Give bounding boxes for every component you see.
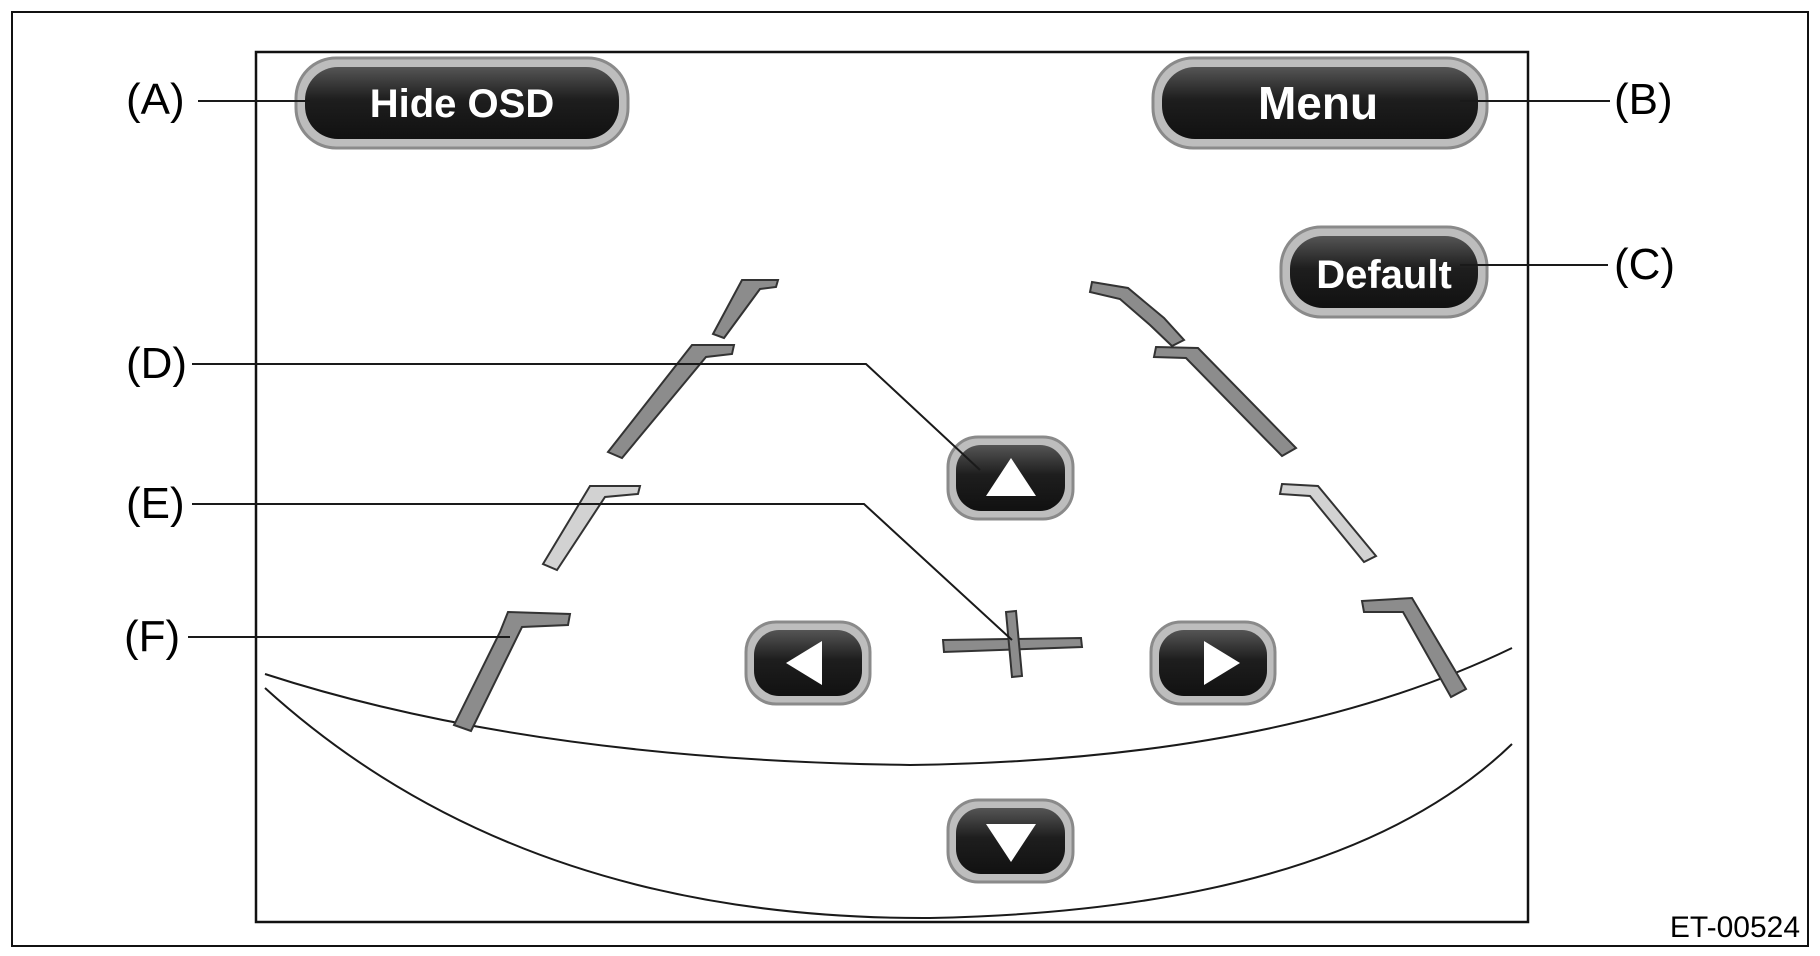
guide-right-far [1088,280,1186,348]
figure-id: ET-00524 [1670,911,1800,944]
triangle-up-icon [986,458,1036,496]
callout-b: (B) [1614,75,1673,124]
leader-lines [188,100,1610,641]
callout-f: (F) [124,612,180,661]
hide-osd-button[interactable]: Hide OSD [294,56,630,150]
up-arrow-button[interactable] [946,435,1075,521]
leader-e [192,503,1013,641]
hide-osd-label: Hide OSD [370,82,554,126]
guide-left-upper [606,344,736,460]
callout-d: (D) [126,339,187,388]
leader-d [192,363,981,471]
default-button[interactable]: Default [1279,225,1489,319]
callout-a: (A) [126,75,185,124]
triangle-right-icon [1204,641,1240,685]
callout-e: (E) [126,479,185,528]
guide-lines-left [452,279,780,733]
guide-left-mid [541,485,642,572]
menu-label: Menu [1258,77,1378,129]
guide-right-upper [1152,345,1298,458]
guide-left-far [711,279,780,340]
left-arrow-button[interactable] [744,620,872,706]
menu-button[interactable]: Menu [1151,56,1489,150]
callout-c: (C) [1614,240,1675,289]
bumper-curve-lower [264,687,1513,920]
down-arrow-button[interactable] [946,798,1075,884]
guide-lines-right [1088,280,1468,699]
crosshair-icon[interactable] [941,609,1084,679]
bumper-curve-upper [264,647,1513,767]
right-arrow-button[interactable] [1149,620,1277,706]
triangle-left-icon [786,641,822,685]
default-label: Default [1316,253,1452,297]
screen-frame [254,50,1530,924]
guide-right-mid [1278,482,1378,564]
triangle-down-icon [986,824,1036,862]
guide-right-near [1360,596,1468,699]
outer-frame [11,11,1809,947]
guide-left-near [452,610,572,733]
